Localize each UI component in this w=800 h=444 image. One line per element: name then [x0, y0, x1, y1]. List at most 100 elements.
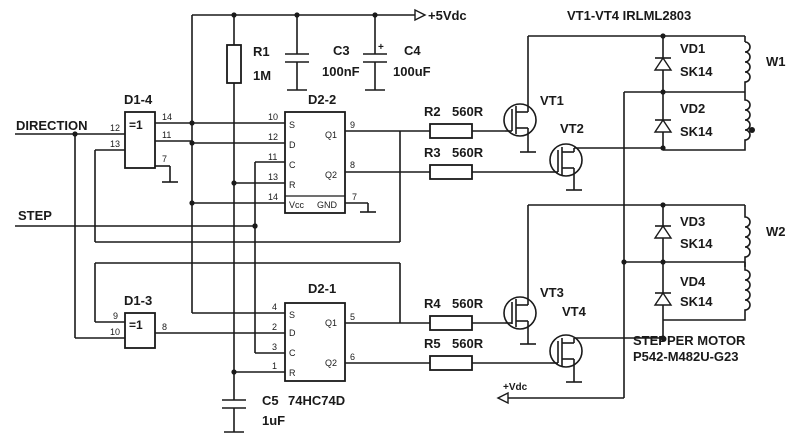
supply-rail: +5Vdc — [192, 8, 467, 23]
svg-text:8: 8 — [350, 160, 355, 170]
svg-text:3: 3 — [272, 342, 277, 352]
motor-model: P542-M482U-G23 — [633, 349, 739, 364]
svg-text:SK14: SK14 — [680, 64, 713, 79]
w2-label: W2 — [766, 224, 786, 239]
direction-input: DIRECTION — [15, 118, 125, 339]
svg-text:560R: 560R — [452, 336, 484, 351]
winding-w1-group: VD1 SK14 VD2 SK14 W1 — [528, 33, 786, 151]
capacitor-c3: C3 100nF — [285, 15, 360, 91]
svg-text:13: 13 — [268, 172, 278, 182]
capacitor-c5: C5 74HC74D 1uF — [222, 393, 345, 433]
svg-text:10: 10 — [110, 327, 120, 337]
svg-text:R: R — [289, 180, 296, 190]
svg-text:VD4: VD4 — [680, 274, 706, 289]
svg-text:D: D — [289, 328, 296, 338]
svg-text:7: 7 — [352, 192, 357, 202]
svg-text:12: 12 — [110, 123, 120, 133]
svg-text:Q2: Q2 — [325, 170, 337, 180]
vd3-diode-icon — [653, 224, 673, 239]
svg-text:2: 2 — [272, 322, 277, 332]
svg-text:11: 11 — [268, 152, 277, 162]
flipflop-d2-2: D2-2 S D C R Q1 Q2 Vcc GND 10 12 11 13 1… — [189, 92, 430, 214]
winding-w2-group: VD3 SK14 VD4 SK14 W2 — [528, 202, 786, 341]
svg-text:8: 8 — [162, 322, 167, 332]
resistor-r4: R4 560R — [424, 296, 505, 331]
step-label: STEP — [18, 208, 52, 223]
svg-text:14: 14 — [162, 112, 172, 122]
svg-text:6: 6 — [350, 352, 355, 362]
svg-text:14: 14 — [268, 192, 278, 202]
transistor-vt2: VT2 — [549, 121, 663, 191]
svg-text:13: 13 — [110, 139, 120, 149]
vt2-label: VT2 — [560, 121, 584, 136]
svg-text:R2: R2 — [424, 104, 441, 119]
d21-label: D2-1 — [308, 281, 336, 296]
vt3-label: VT3 — [540, 285, 564, 300]
r1-value: 1M — [253, 68, 271, 83]
svg-text:560R: 560R — [452, 145, 484, 160]
gate-d1-4: D1-4 =1 12 13 11 7 14 — [94, 92, 401, 243]
svg-text:5: 5 — [350, 312, 355, 322]
svg-text:SK14: SK14 — [680, 236, 713, 251]
svg-text:4: 4 — [272, 302, 277, 312]
svg-text:VD2: VD2 — [680, 101, 705, 116]
w1-label: W1 — [766, 54, 786, 69]
svg-text:SK14: SK14 — [680, 294, 713, 309]
vd1-diode-icon — [653, 56, 673, 71]
direction-label: DIRECTION — [16, 118, 88, 133]
svg-text:R3: R3 — [424, 145, 441, 160]
svg-text:9: 9 — [350, 120, 355, 130]
w1-coil-bottom-icon — [663, 92, 751, 151]
c4-label: C4 — [404, 43, 421, 58]
svg-text:VD3: VD3 — [680, 214, 705, 229]
svg-text:R5: R5 — [424, 336, 441, 351]
resistor-r2: R2 560R — [424, 104, 505, 139]
svg-text:7: 7 — [162, 154, 167, 164]
step-input: STEP — [15, 161, 285, 354]
svg-text:SK14: SK14 — [680, 124, 713, 139]
capacitor-c4: + C4 100uF — [363, 15, 431, 91]
svg-text:560R: 560R — [452, 296, 484, 311]
c3-label: C3 — [333, 43, 350, 58]
c4-plus: + — [378, 42, 384, 53]
supply-label: +5Vdc — [428, 8, 467, 23]
vt1-label: VT1 — [540, 93, 564, 108]
transistor-vt3: VT3 — [503, 205, 564, 345]
svg-text:Q2: Q2 — [325, 358, 337, 368]
vdc-feed: +Vdc — [496, 92, 627, 405]
c4-value: 100uF — [393, 64, 431, 79]
resistor-r5: R5 560R — [424, 336, 550, 371]
svg-text:R: R — [289, 368, 296, 378]
svg-text:GND: GND — [317, 200, 338, 210]
supply-arrow-icon — [414, 8, 427, 22]
resistor-r3: R3 560R — [424, 145, 550, 180]
svg-text:VD1: VD1 — [680, 41, 705, 56]
ff-chip-label: 74HC74D — [288, 393, 345, 408]
d13-symbol: =1 — [129, 318, 143, 332]
svg-text:S: S — [289, 120, 295, 130]
svg-text:C: C — [289, 160, 296, 170]
motor-title: STEPPER MOTOR — [633, 333, 746, 348]
w1-coil-top-icon — [744, 41, 751, 92]
d13-label: D1-3 — [124, 293, 152, 308]
d14-label: D1-4 — [124, 92, 153, 107]
transistor-vt4: VT4 — [549, 304, 663, 383]
vt4-label: VT4 — [562, 304, 587, 319]
flipflop-d2-1: D2-1 S D C R Q1 Q2 4 2 3 1 5 6 — [192, 223, 430, 382]
svg-text:S: S — [289, 310, 295, 320]
gate-d1-3: D1-3 =1 9 10 8 — [94, 262, 401, 349]
transistor-vt1: VT1 — [503, 36, 564, 153]
c5-label: C5 — [262, 393, 279, 408]
svg-text:11: 11 — [162, 130, 171, 140]
c5-value: 1uF — [262, 413, 285, 428]
w2-coil-top-icon — [744, 205, 751, 267]
svg-text:10: 10 — [268, 112, 278, 122]
d22-label: D2-2 — [308, 92, 336, 107]
svg-text:9: 9 — [113, 311, 118, 321]
svg-text:C: C — [289, 348, 296, 358]
transistors-note: VT1-VT4 IRLML2803 — [567, 8, 691, 23]
w2-coil-bottom-icon — [663, 262, 751, 321]
svg-text:Q1: Q1 — [325, 130, 337, 140]
